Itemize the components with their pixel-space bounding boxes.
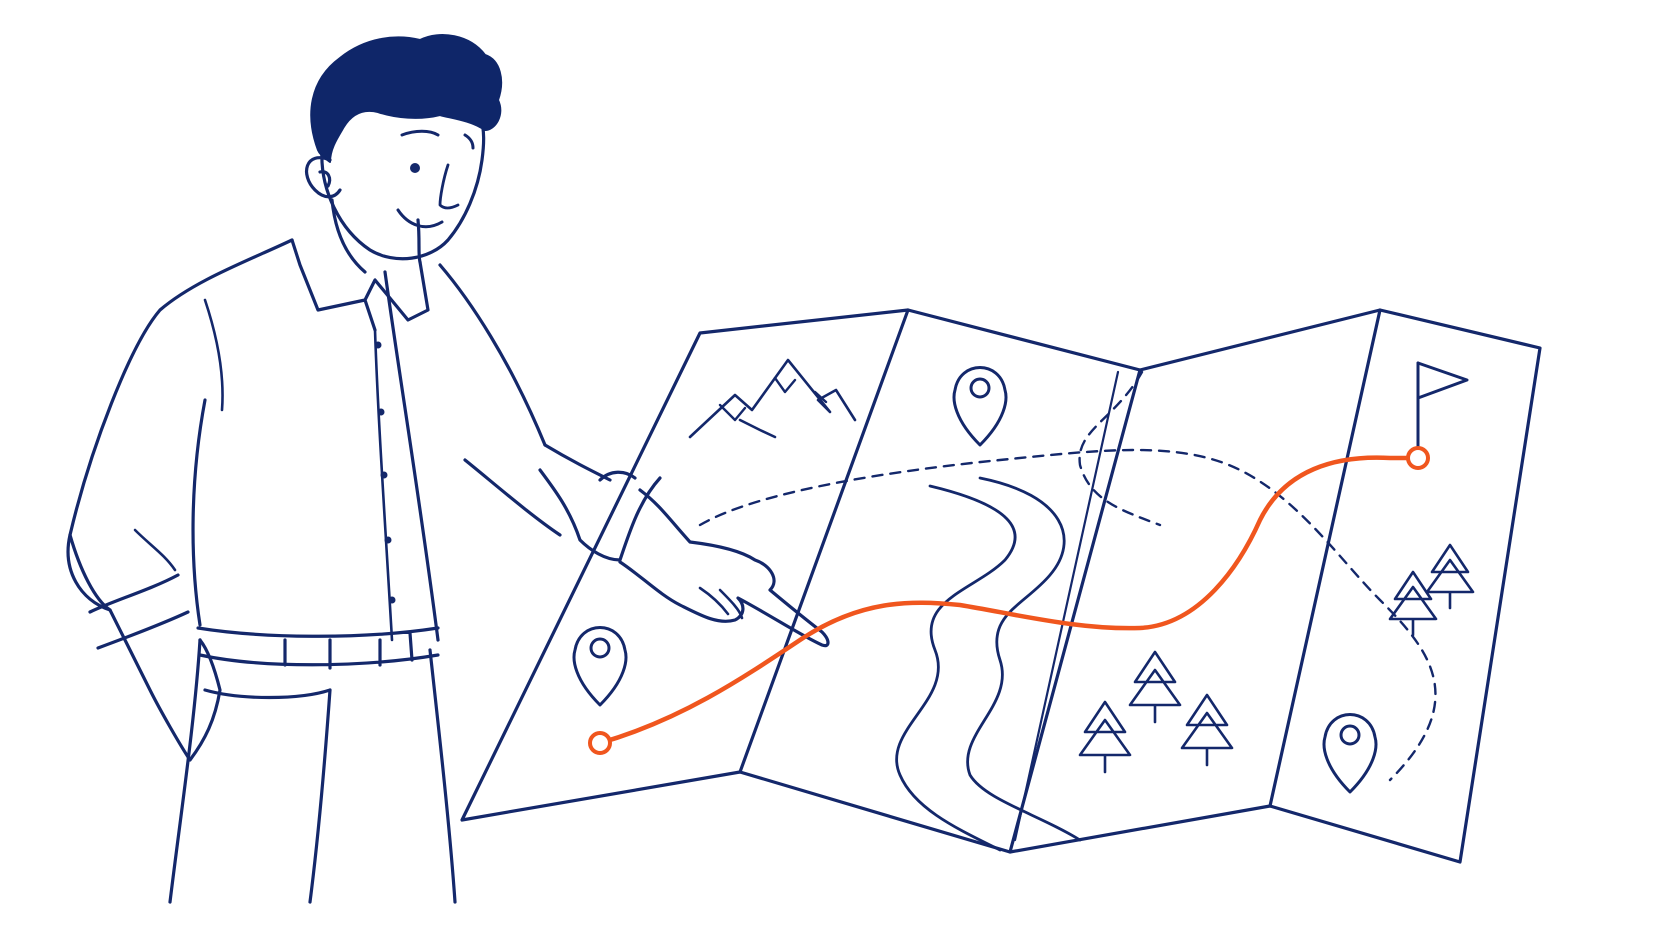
route-end-point bbox=[1406, 446, 1430, 470]
left-arm bbox=[68, 533, 222, 762]
right-cuff bbox=[538, 468, 662, 562]
shirt-buttons bbox=[374, 341, 396, 604]
map-fold-line bbox=[1008, 368, 1142, 854]
map-fold-line bbox=[1268, 308, 1382, 808]
location-pin-icon bbox=[572, 626, 628, 707]
map-fold-line bbox=[1013, 370, 1120, 842]
tree-icon bbox=[1078, 700, 1132, 774]
location-pin-icon bbox=[1322, 713, 1378, 794]
mountain-snow bbox=[718, 376, 828, 422]
dashed-trail bbox=[698, 448, 1437, 782]
nose bbox=[438, 163, 460, 210]
neck bbox=[330, 198, 422, 274]
tree-icon bbox=[1128, 650, 1182, 724]
shirt-placket bbox=[373, 328, 394, 642]
shirt-back-seam bbox=[203, 298, 224, 412]
smile bbox=[396, 208, 444, 229]
left-cuff bbox=[88, 573, 190, 650]
route-start-point bbox=[588, 731, 612, 755]
map-outline bbox=[460, 308, 1542, 864]
finger-knuckles bbox=[698, 586, 744, 620]
hair bbox=[310, 34, 503, 163]
route bbox=[588, 446, 1430, 755]
pointing-hand bbox=[618, 488, 830, 648]
mountain-icon bbox=[688, 358, 857, 439]
eye bbox=[410, 163, 420, 173]
ear bbox=[305, 156, 342, 199]
tree-icon bbox=[1180, 693, 1234, 767]
map-fold-line bbox=[738, 308, 910, 774]
river bbox=[966, 476, 1082, 842]
location-pin-icon bbox=[952, 366, 1008, 447]
mountain-icon bbox=[738, 418, 777, 439]
face bbox=[320, 113, 486, 261]
eyebrow bbox=[400, 129, 475, 150]
route-line bbox=[597, 455, 1421, 746]
sleeve-fold bbox=[133, 528, 177, 572]
river bbox=[895, 484, 1017, 852]
person bbox=[66, 34, 830, 904]
dashed-trail bbox=[1078, 370, 1162, 527]
trousers bbox=[168, 638, 457, 904]
folded-map bbox=[460, 308, 1542, 864]
right-arm bbox=[463, 443, 612, 537]
tree-icon bbox=[1425, 543, 1475, 610]
belt bbox=[196, 626, 440, 670]
shirt-collar bbox=[290, 238, 430, 332]
tree-icon bbox=[1388, 570, 1438, 637]
flag-icon bbox=[1416, 361, 1469, 460]
shirt bbox=[66, 238, 547, 642]
